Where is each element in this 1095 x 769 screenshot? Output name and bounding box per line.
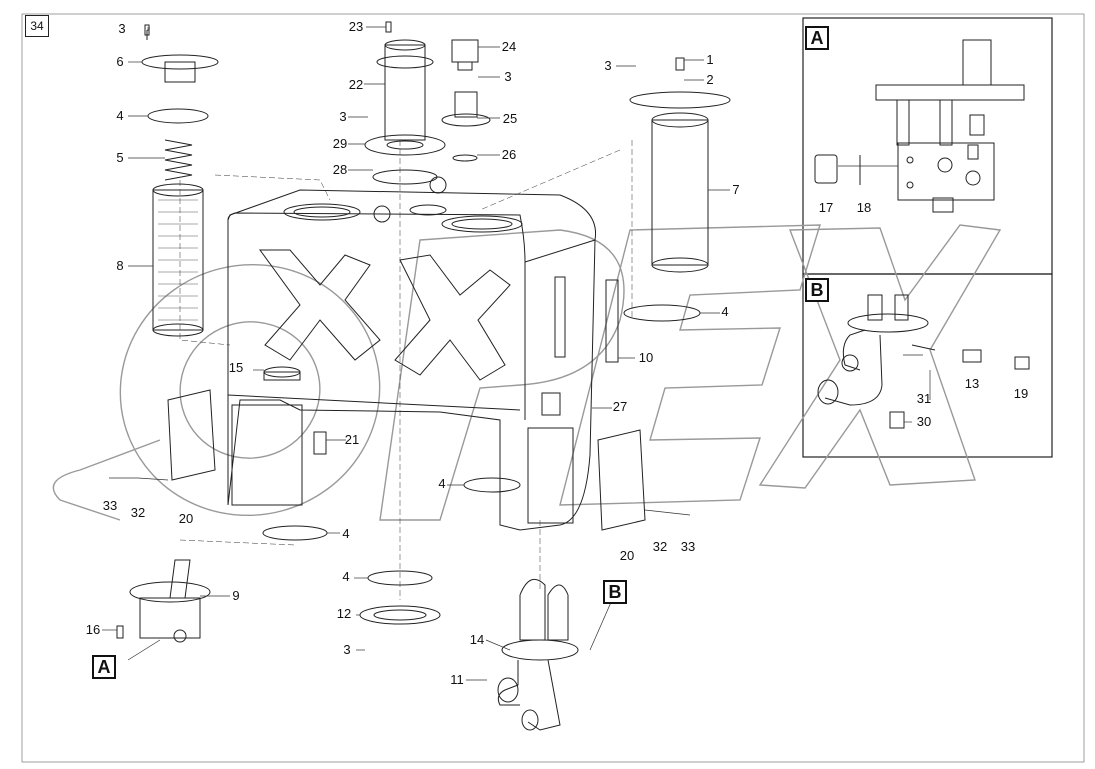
callout-4: 4 (438, 476, 446, 491)
callout-13: 13 (964, 376, 980, 391)
callout-1: 1 (706, 52, 714, 67)
valve-block-a (139, 597, 201, 639)
callout-6: 6 (116, 54, 124, 69)
detail-panel-b (802, 273, 1053, 458)
callout-29: 29 (332, 136, 348, 151)
callout-20: 20 (619, 548, 635, 563)
callout-17: 17 (818, 200, 834, 215)
page-number: 34 (25, 15, 49, 37)
callout-2: 2 (706, 72, 714, 87)
callout-3: 3 (339, 109, 347, 124)
detail-label-a: A (805, 26, 829, 50)
callout-32: 32 (652, 539, 668, 554)
callout-9: 9 (232, 588, 240, 603)
cover-right (597, 429, 646, 531)
callout-27: 27 (612, 399, 628, 414)
callout-30: 30 (916, 414, 932, 429)
detail-panel-a (802, 17, 1053, 275)
callout-12: 12 (336, 606, 352, 621)
callout-4: 4 (342, 526, 350, 541)
callout-23: 23 (348, 19, 364, 34)
pipe-assembly-b (497, 660, 520, 706)
filter-7 (651, 119, 709, 266)
callout-14: 14 (469, 632, 485, 647)
callout-5: 5 (116, 150, 124, 165)
callout-21: 21 (344, 432, 360, 447)
callout-4: 4 (116, 108, 124, 123)
callout-11: 11 (450, 672, 464, 687)
filter-element (152, 189, 204, 331)
callout-4: 4 (342, 569, 350, 584)
callout-25: 25 (502, 111, 518, 126)
detail-label-b: B (805, 278, 829, 302)
callout-3: 3 (504, 69, 512, 84)
callout-20: 20 (178, 511, 194, 526)
callout-4: 4 (721, 304, 729, 319)
callout-7: 7 (732, 182, 740, 197)
callout-31: 31 (916, 391, 932, 406)
cover-left (167, 389, 216, 481)
callout-3: 3 (604, 58, 612, 73)
callout-22: 22 (348, 77, 364, 92)
callout-28: 28 (332, 162, 348, 177)
view-label-a: A (92, 655, 116, 679)
callout-24: 24 (501, 39, 517, 54)
callout-16: 16 (85, 622, 101, 637)
callout-33: 33 (102, 498, 118, 513)
callout-19: 19 (1013, 386, 1029, 401)
callout-32: 32 (130, 505, 146, 520)
callout-10: 10 (638, 350, 654, 365)
tube-22 (384, 44, 426, 141)
callout-8: 8 (116, 258, 124, 273)
tank-body (227, 189, 597, 531)
callout-26: 26 (501, 147, 517, 162)
opex-watermark (52, 224, 1002, 521)
callout-18: 18 (856, 200, 872, 215)
callout-33: 33 (680, 539, 696, 554)
view-label-b: B (603, 580, 627, 604)
callout-15: 15 (228, 360, 244, 375)
callout-3: 3 (343, 642, 351, 657)
callout-3: 3 (118, 21, 126, 36)
